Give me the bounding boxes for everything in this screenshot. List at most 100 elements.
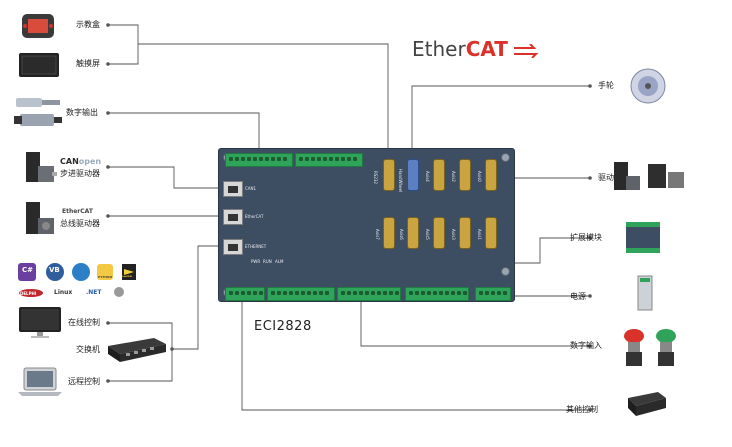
axis4-label: Axis4 — [425, 171, 430, 182]
terminal-pin — [311, 157, 315, 161]
terminal-pin — [317, 157, 321, 161]
terminal-pin — [457, 291, 461, 295]
ethercat-port[interactable] — [223, 209, 243, 225]
network-switch-icon — [108, 338, 166, 362]
terminal-pin — [301, 291, 305, 295]
vb-logo: VB — [49, 266, 60, 274]
ethernet-port[interactable] — [223, 239, 243, 255]
handwheel-port-label: HandWheel — [398, 169, 403, 193]
terminal-pin — [445, 291, 449, 295]
label-expansion-module: 扩展模块 — [570, 233, 602, 242]
axis4-port[interactable] — [433, 159, 445, 191]
terminal-pin — [409, 291, 413, 295]
eci2828-controller-board: CAN1 EtherCAT ETHERNET PWR RUN ALM RS232… — [218, 148, 515, 302]
ethercat-logo: EtherCAT — [412, 37, 540, 61]
ethernet-port-label: ETHERNET — [245, 244, 267, 249]
terminal-pin — [389, 291, 393, 295]
servo-motor-icon — [26, 202, 54, 234]
mount-screw — [501, 267, 510, 276]
terminal-block-power-in — [225, 287, 265, 301]
axis5-port[interactable] — [433, 217, 445, 249]
terminal-pin — [427, 291, 431, 295]
software-logos — [18, 263, 136, 297]
axis6-port[interactable] — [407, 217, 419, 249]
terminal-pin — [295, 291, 299, 295]
terminal-pin — [247, 157, 251, 161]
terminal-pin — [235, 157, 239, 161]
plc-module-icon — [628, 392, 666, 416]
label-stepper-driver: 步进驱动器 — [60, 169, 100, 178]
laptop-icon — [18, 367, 62, 396]
label-switch: 交换机 — [76, 345, 100, 354]
terminal-pin — [479, 291, 483, 295]
terminal-pin — [503, 291, 507, 295]
can1-port[interactable] — [223, 181, 243, 197]
terminal-pin — [433, 291, 437, 295]
axis6-label: Axis6 — [399, 229, 404, 240]
delphi-logo: DELPHI — [20, 291, 37, 296]
terminal-pin — [259, 157, 263, 161]
canopen-logo: CANopen — [60, 157, 102, 166]
terminal-pin — [277, 291, 281, 295]
axis1-port[interactable] — [485, 217, 497, 249]
power-supply-icon — [637, 275, 653, 311]
terminal-pin — [253, 157, 257, 161]
terminal-pin — [313, 291, 317, 295]
terminal-block-output — [225, 153, 293, 167]
terminal-pin — [463, 291, 467, 295]
terminal-pin — [353, 157, 357, 161]
terminal-pin — [305, 157, 309, 161]
axis2-label: Axis2 — [451, 171, 456, 182]
handwheel-port[interactable] — [407, 159, 419, 191]
terminal-pin — [347, 157, 351, 161]
terminal-pin — [347, 291, 351, 295]
terminal-pin — [319, 291, 323, 295]
label-handwheel: 手轮 — [598, 81, 614, 90]
can1-label: CAN1 — [245, 186, 257, 191]
terminal-block-bottom-3 — [405, 287, 469, 301]
led-run-label: RUN — [263, 259, 272, 264]
axis7-label: Axis7 — [375, 229, 380, 240]
rs232-port[interactable] — [383, 159, 395, 191]
label-remote-control: 远程控制 — [68, 377, 100, 386]
terminal-pin — [235, 291, 239, 295]
axis3-port[interactable] — [459, 217, 471, 249]
product-model-label: ECI2828 — [254, 319, 312, 334]
axis0-port[interactable] — [485, 159, 497, 191]
ethercat-arrows-icon — [514, 42, 539, 59]
terminal-pin — [491, 291, 495, 295]
terminal-pin — [485, 291, 489, 295]
terminal-pin — [271, 157, 275, 161]
terminal-pin — [241, 157, 245, 161]
terminal-block-top — [295, 153, 363, 167]
label-digital-input: 数字输入 — [570, 341, 602, 350]
terminal-pin — [341, 157, 345, 161]
terminal-pin — [259, 291, 263, 295]
terminal-pin — [439, 291, 443, 295]
axis7-port[interactable] — [383, 217, 395, 249]
monitor-icon — [19, 307, 61, 338]
terminal-pin — [383, 291, 387, 295]
terminal-pin — [283, 157, 287, 161]
csharp-logo: C# — [22, 266, 34, 274]
terminal-pin — [299, 157, 303, 161]
axis1-label: Axis1 — [477, 229, 482, 240]
stepper-motor-icon — [26, 152, 57, 182]
axis0-label: Axis0 — [477, 171, 482, 182]
rs232-label: RS232 — [373, 171, 378, 184]
led-pwr-label: PWR — [251, 259, 261, 264]
ethercat-port-label: EtherCAT — [245, 214, 264, 219]
touch-screen-icon — [19, 53, 59, 77]
label-touch-screen: 触摸屏 — [76, 59, 100, 68]
axis3-label: Axis3 — [451, 229, 456, 240]
terminal-pin — [497, 291, 501, 295]
label-digital-output: 数字输出 — [66, 108, 98, 117]
terminal-pin — [421, 291, 425, 295]
axis2-port[interactable] — [459, 159, 471, 191]
label-bus-driver: 总线驱动器 — [60, 219, 100, 228]
terminal-pin — [229, 291, 233, 295]
handwheel-icon — [630, 68, 666, 104]
terminal-pin — [265, 157, 269, 161]
valve-icon — [14, 98, 62, 126]
terminal-pin — [353, 291, 357, 295]
